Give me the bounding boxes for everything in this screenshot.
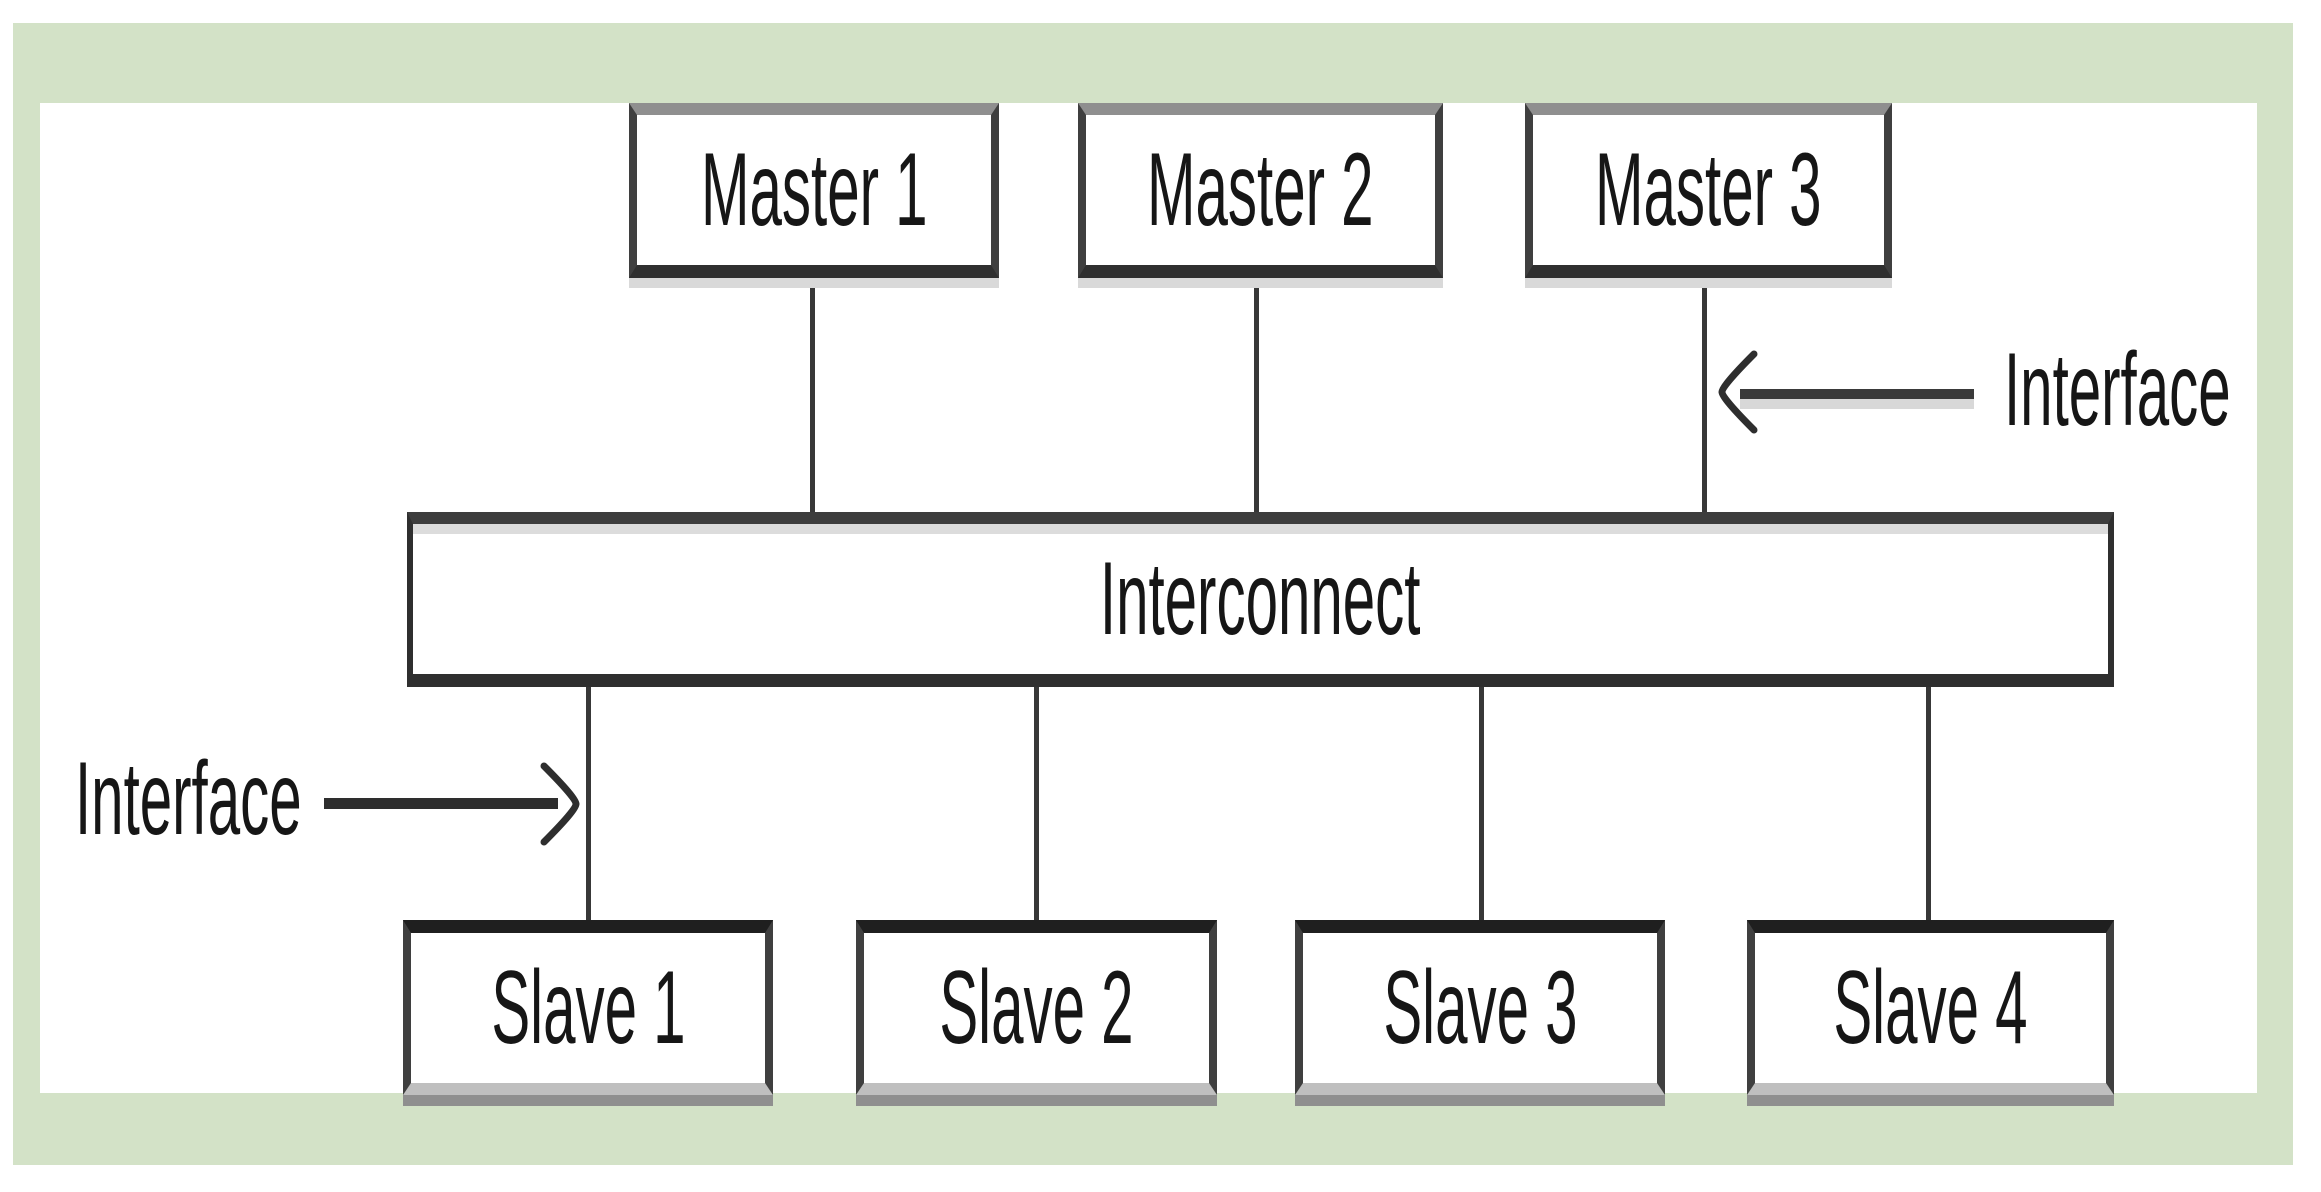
slave-1-label: Slave 1 (490, 950, 686, 1066)
edge-master-3-interconnect (1702, 270, 1707, 516)
interconnect-label: Interconnect (1100, 541, 1421, 657)
master-1-box: Master 1 (629, 103, 999, 278)
master-2-box: Master 2 (1078, 103, 1443, 278)
master-2-label: Master 2 (1147, 132, 1374, 248)
slave-3-label: Slave 3 (1382, 950, 1578, 1066)
edge-interconnect-slave-2 (1034, 683, 1039, 925)
slave-3-box: Slave 3 (1295, 920, 1665, 1095)
master-3-box: Master 3 (1525, 103, 1892, 278)
right-arrow-head-icon (540, 762, 580, 846)
left-arrow-head-icon (1718, 350, 1758, 434)
edge-master-1-interconnect (810, 270, 815, 516)
slave-interface-arrow-line (324, 798, 558, 809)
master-interface-annotation: Interface (2004, 332, 2231, 448)
master-interface-arrow-line (1740, 389, 1974, 399)
slave-1-box: Slave 1 (403, 920, 773, 1095)
edge-interconnect-slave-4 (1926, 683, 1931, 925)
edge-interconnect-slave-3 (1479, 683, 1484, 925)
interconnect-bar: Interconnect (407, 512, 2114, 687)
master-3-label: Master 3 (1595, 132, 1822, 248)
edge-interconnect-slave-1 (586, 683, 591, 925)
edge-master-2-interconnect (1254, 270, 1259, 516)
master-1-label: Master 1 (700, 132, 928, 248)
slave-4-box: Slave 4 (1747, 920, 2114, 1095)
slave-2-box: Slave 2 (856, 920, 1217, 1095)
slave-4-label: Slave 4 (1833, 950, 2028, 1066)
slave-interface-annotation: Interface (75, 741, 302, 857)
slave-2-label: Slave 2 (939, 950, 1134, 1066)
